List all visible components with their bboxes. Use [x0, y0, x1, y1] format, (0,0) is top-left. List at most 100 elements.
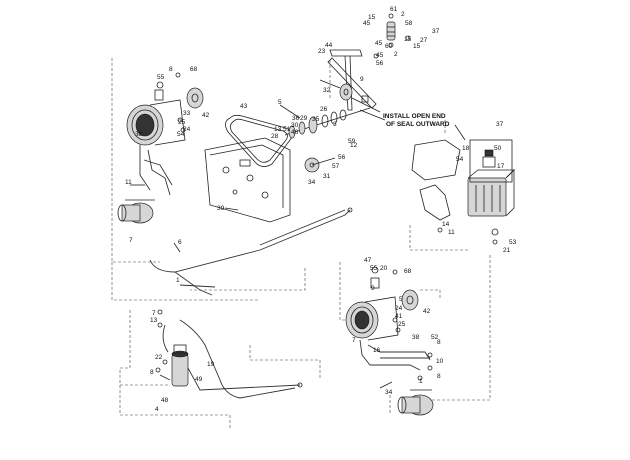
callout: 35	[312, 116, 320, 123]
note-line-2: OF SEAL OUTWARD	[386, 121, 450, 128]
callout: 1	[176, 277, 180, 284]
callout: 7	[152, 310, 156, 317]
callout: 57	[332, 163, 340, 170]
callout: 34	[308, 179, 316, 186]
callout: 61	[390, 6, 398, 13]
right-hoses	[359, 339, 433, 381]
left-hoses	[130, 145, 173, 196]
callout: 8	[437, 339, 441, 346]
callout: 42	[423, 308, 431, 315]
callout: 9	[371, 285, 375, 292]
callout: 54	[177, 131, 185, 138]
callout: 38	[135, 131, 143, 138]
callout: 5	[278, 99, 282, 106]
dashed-boundaries	[111, 58, 491, 430]
callout: 23	[318, 48, 326, 55]
callout: 19	[207, 361, 215, 368]
compressor-right	[345, 266, 419, 341]
callout: 39	[217, 205, 225, 212]
callout: 45	[363, 20, 371, 27]
install-note: INSTALL OPEN END OF SEAL OUTWARD	[383, 113, 450, 128]
callout: 68	[190, 66, 198, 73]
callout: 52	[431, 334, 439, 341]
callout: 56	[376, 60, 384, 67]
callout: 48	[161, 397, 169, 404]
callout: 20	[380, 265, 388, 272]
callout: 17	[497, 163, 505, 170]
callout: 28	[271, 133, 279, 140]
callout: 7	[129, 237, 133, 244]
drive-belt	[225, 114, 293, 167]
callout: 49	[195, 376, 203, 383]
callout: 24	[183, 126, 191, 133]
callout: 10	[436, 358, 444, 365]
callout: 13	[150, 317, 158, 324]
callout: 53	[509, 239, 517, 246]
callout: 25	[178, 119, 186, 126]
callout: 8	[169, 66, 173, 73]
callout: 11	[448, 229, 455, 236]
callout: 18	[462, 145, 470, 152]
callout: 55	[157, 74, 165, 81]
callout: 2	[394, 51, 398, 58]
callout: 2	[401, 11, 405, 18]
callout: 42	[202, 112, 210, 119]
callout: 4	[155, 406, 159, 413]
callout: 68	[404, 268, 412, 275]
callout: 51	[283, 126, 291, 133]
callout: 37	[432, 28, 440, 35]
callout: 47	[364, 257, 372, 264]
leader-lines	[173, 79, 466, 389]
callout: 21	[503, 247, 511, 254]
callout: 50	[494, 145, 502, 152]
callout: 30	[291, 122, 299, 129]
callout: 33	[183, 110, 191, 117]
callout: 24	[395, 305, 403, 312]
long-hoses-center	[149, 207, 353, 296]
callout: 14	[442, 221, 450, 228]
callout: 59	[348, 138, 356, 145]
motor-right	[397, 389, 434, 416]
callout: 45	[375, 40, 383, 47]
callout: 36	[292, 115, 300, 122]
callout: 27	[420, 37, 428, 44]
callout: 5	[399, 296, 403, 303]
callout: 16	[373, 347, 381, 354]
callout: 58	[405, 20, 413, 27]
callout: 44	[325, 42, 333, 49]
callout: 7	[352, 337, 356, 344]
callout: 55	[370, 265, 378, 272]
right-bracket-and-tank	[411, 139, 515, 245]
motor-left	[117, 199, 155, 224]
callout: 22	[155, 354, 163, 361]
callout: 60	[385, 43, 393, 50]
compressor-left	[126, 72, 204, 146]
callout: 11	[125, 179, 132, 186]
callout: 29	[300, 115, 308, 122]
callout: 38	[412, 334, 420, 341]
callout: 9	[360, 76, 364, 83]
callout: 3	[333, 121, 337, 128]
callout: 8	[437, 373, 441, 380]
callout: 34	[385, 389, 393, 396]
note-line-1: INSTALL OPEN END	[383, 113, 446, 120]
callout: 56	[338, 154, 346, 161]
callout: 25	[398, 321, 406, 328]
callout: 46	[291, 129, 299, 136]
callout: 1	[419, 378, 423, 385]
callout: 6	[178, 239, 182, 246]
callout: 54	[456, 156, 464, 163]
callout: 8	[150, 369, 154, 376]
callout: 32	[323, 87, 331, 94]
callout: 45	[376, 52, 384, 59]
callout-numbers: 61 2 45 15 58 15 27 37 44 23 45 60 2 15 …	[125, 6, 517, 413]
mounting-plate	[204, 137, 291, 223]
callout: 37	[496, 121, 504, 128]
callout: 13	[274, 126, 282, 133]
callout: 15	[413, 43, 421, 50]
idler-bracket-assembly	[327, 13, 411, 113]
callout: 15	[404, 36, 412, 43]
callout: 31	[323, 173, 331, 180]
